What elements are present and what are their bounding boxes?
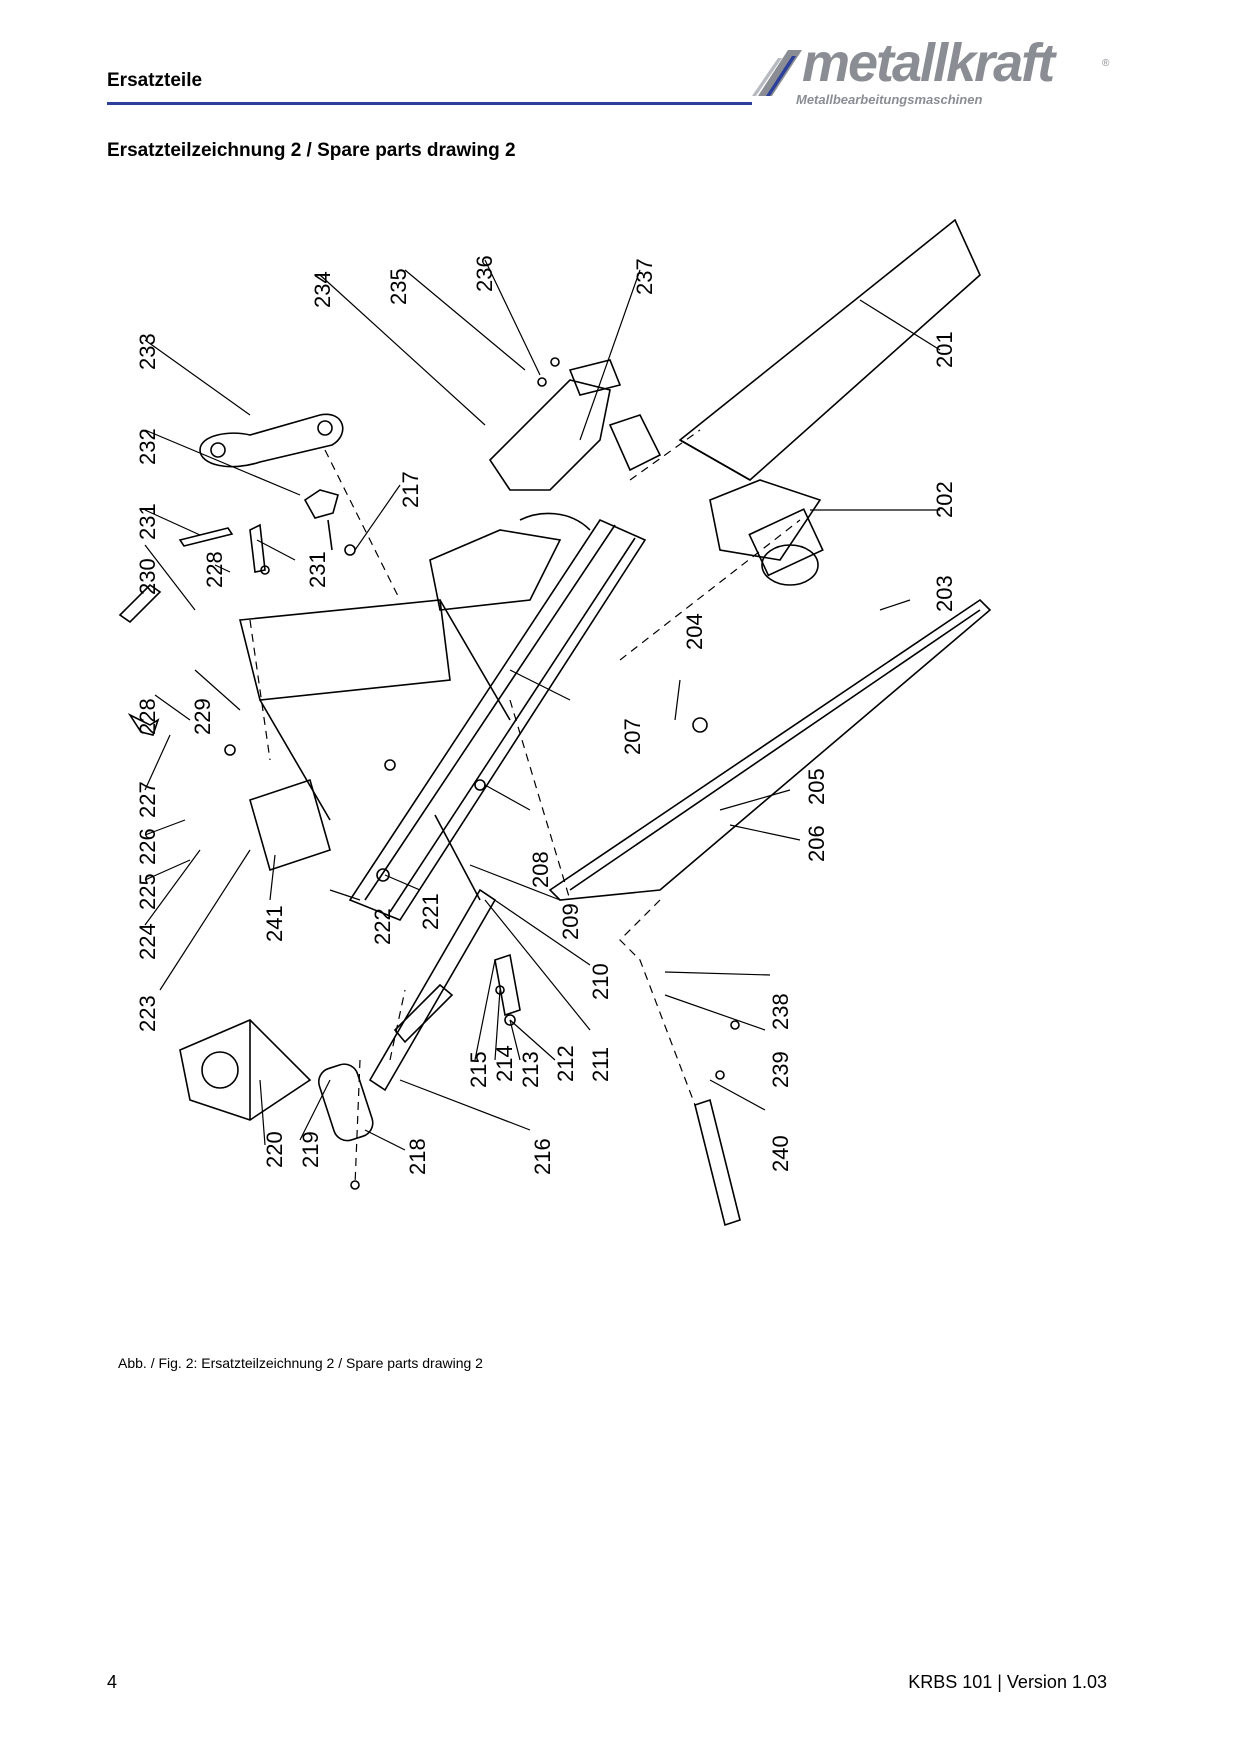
label-216: 216: [530, 1138, 555, 1175]
label-238: 238: [768, 993, 793, 1030]
part-237-bracket: [488, 379, 611, 491]
label-230: 230: [135, 558, 160, 595]
part-227-knob: [127, 712, 160, 736]
part-207-main-beam: [348, 518, 647, 921]
document-version: KRBS 101 | Version 1.03: [908, 1672, 1107, 1692]
label-206: 206: [804, 825, 829, 862]
label-219: 219: [298, 1131, 323, 1168]
label-211: 211: [588, 1047, 613, 1082]
label-222: 222: [370, 908, 395, 945]
label-214: 214: [492, 1045, 517, 1082]
label-240: 240: [768, 1135, 793, 1172]
part-233-arm: [199, 413, 344, 468]
logo-word: metallkraft: [802, 33, 1055, 93]
label-237: 237: [632, 258, 657, 295]
figure-caption: Abb. / Fig. 2: Ersatzteilzeichnung 2 / S…: [118, 1355, 483, 1371]
label-227: 227: [135, 781, 160, 818]
label-203: 203: [932, 575, 957, 612]
label-201: 201: [932, 331, 957, 368]
part-202-motor-housing: [709, 479, 822, 561]
part-229-column: [238, 599, 451, 701]
label-231-left: 231: [135, 503, 160, 540]
label-210: 210: [588, 963, 613, 1000]
brand-logo: metallkraft ® Metallbearbeitungsmaschine…: [750, 33, 1120, 118]
part-226-plate: [249, 778, 331, 872]
part-230-handle: [118, 583, 162, 624]
label-234: 234: [310, 271, 335, 308]
exploded-view-diagram: 201 202 203 204 205 206 207 208 209 210 …: [118, 218, 992, 1227]
part-219-cylinder: [318, 1063, 374, 1142]
label-231-right: 231: [305, 551, 330, 588]
part-220-housing: [179, 1019, 312, 1121]
label-225: 225: [135, 873, 160, 910]
label-212: 212: [553, 1045, 578, 1082]
logo-mark-icon: [752, 50, 802, 96]
label-226: 226: [135, 828, 160, 865]
part-215-spring-rod: [494, 953, 521, 1017]
label-209: 209: [558, 903, 583, 940]
label-218: 218: [405, 1138, 430, 1175]
label-221: 221: [418, 893, 443, 930]
label-233: 233: [135, 333, 160, 370]
part-231-lever-2: [249, 523, 266, 573]
label-207: 207: [620, 718, 645, 755]
label-239: 239: [768, 1051, 793, 1088]
label-236: 236: [472, 255, 497, 292]
section-title: Ersatzteilzeichnung 2 / Spare parts draw…: [107, 140, 516, 161]
part-240-rod: [694, 1098, 741, 1227]
label-232: 232: [135, 428, 160, 465]
label-208: 208: [528, 851, 553, 888]
label-235: 235: [386, 268, 411, 305]
logo-registered-mark: ®: [1102, 58, 1110, 69]
label-213: 213: [518, 1051, 543, 1088]
label-205: 205: [804, 768, 829, 805]
label-228-lower: 228: [135, 698, 160, 735]
header-title: Ersatzteile: [107, 70, 203, 91]
label-217: 217: [398, 471, 423, 508]
label-215: 215: [466, 1051, 491, 1088]
label-204: 204: [682, 613, 707, 650]
label-224: 224: [135, 923, 160, 960]
label-220: 220: [262, 1131, 287, 1168]
label-202: 202: [932, 481, 957, 518]
label-229: 229: [190, 698, 215, 735]
label-228-upper: 228: [202, 551, 227, 588]
part-231-lever: [178, 527, 234, 547]
spare-parts-drawing: 201 202 203 204 205 206 207 208 209 210 …: [100, 200, 1140, 1330]
label-223: 223: [135, 995, 160, 1032]
label-241: 241: [262, 905, 287, 942]
page-number: 4: [107, 1672, 118, 1692]
header-rule: [107, 102, 752, 105]
logo-subtitle: Metallbearbeitungsmaschinen: [796, 92, 983, 107]
part-203-base-plate: [548, 598, 992, 901]
part-232-knob: [303, 489, 339, 519]
